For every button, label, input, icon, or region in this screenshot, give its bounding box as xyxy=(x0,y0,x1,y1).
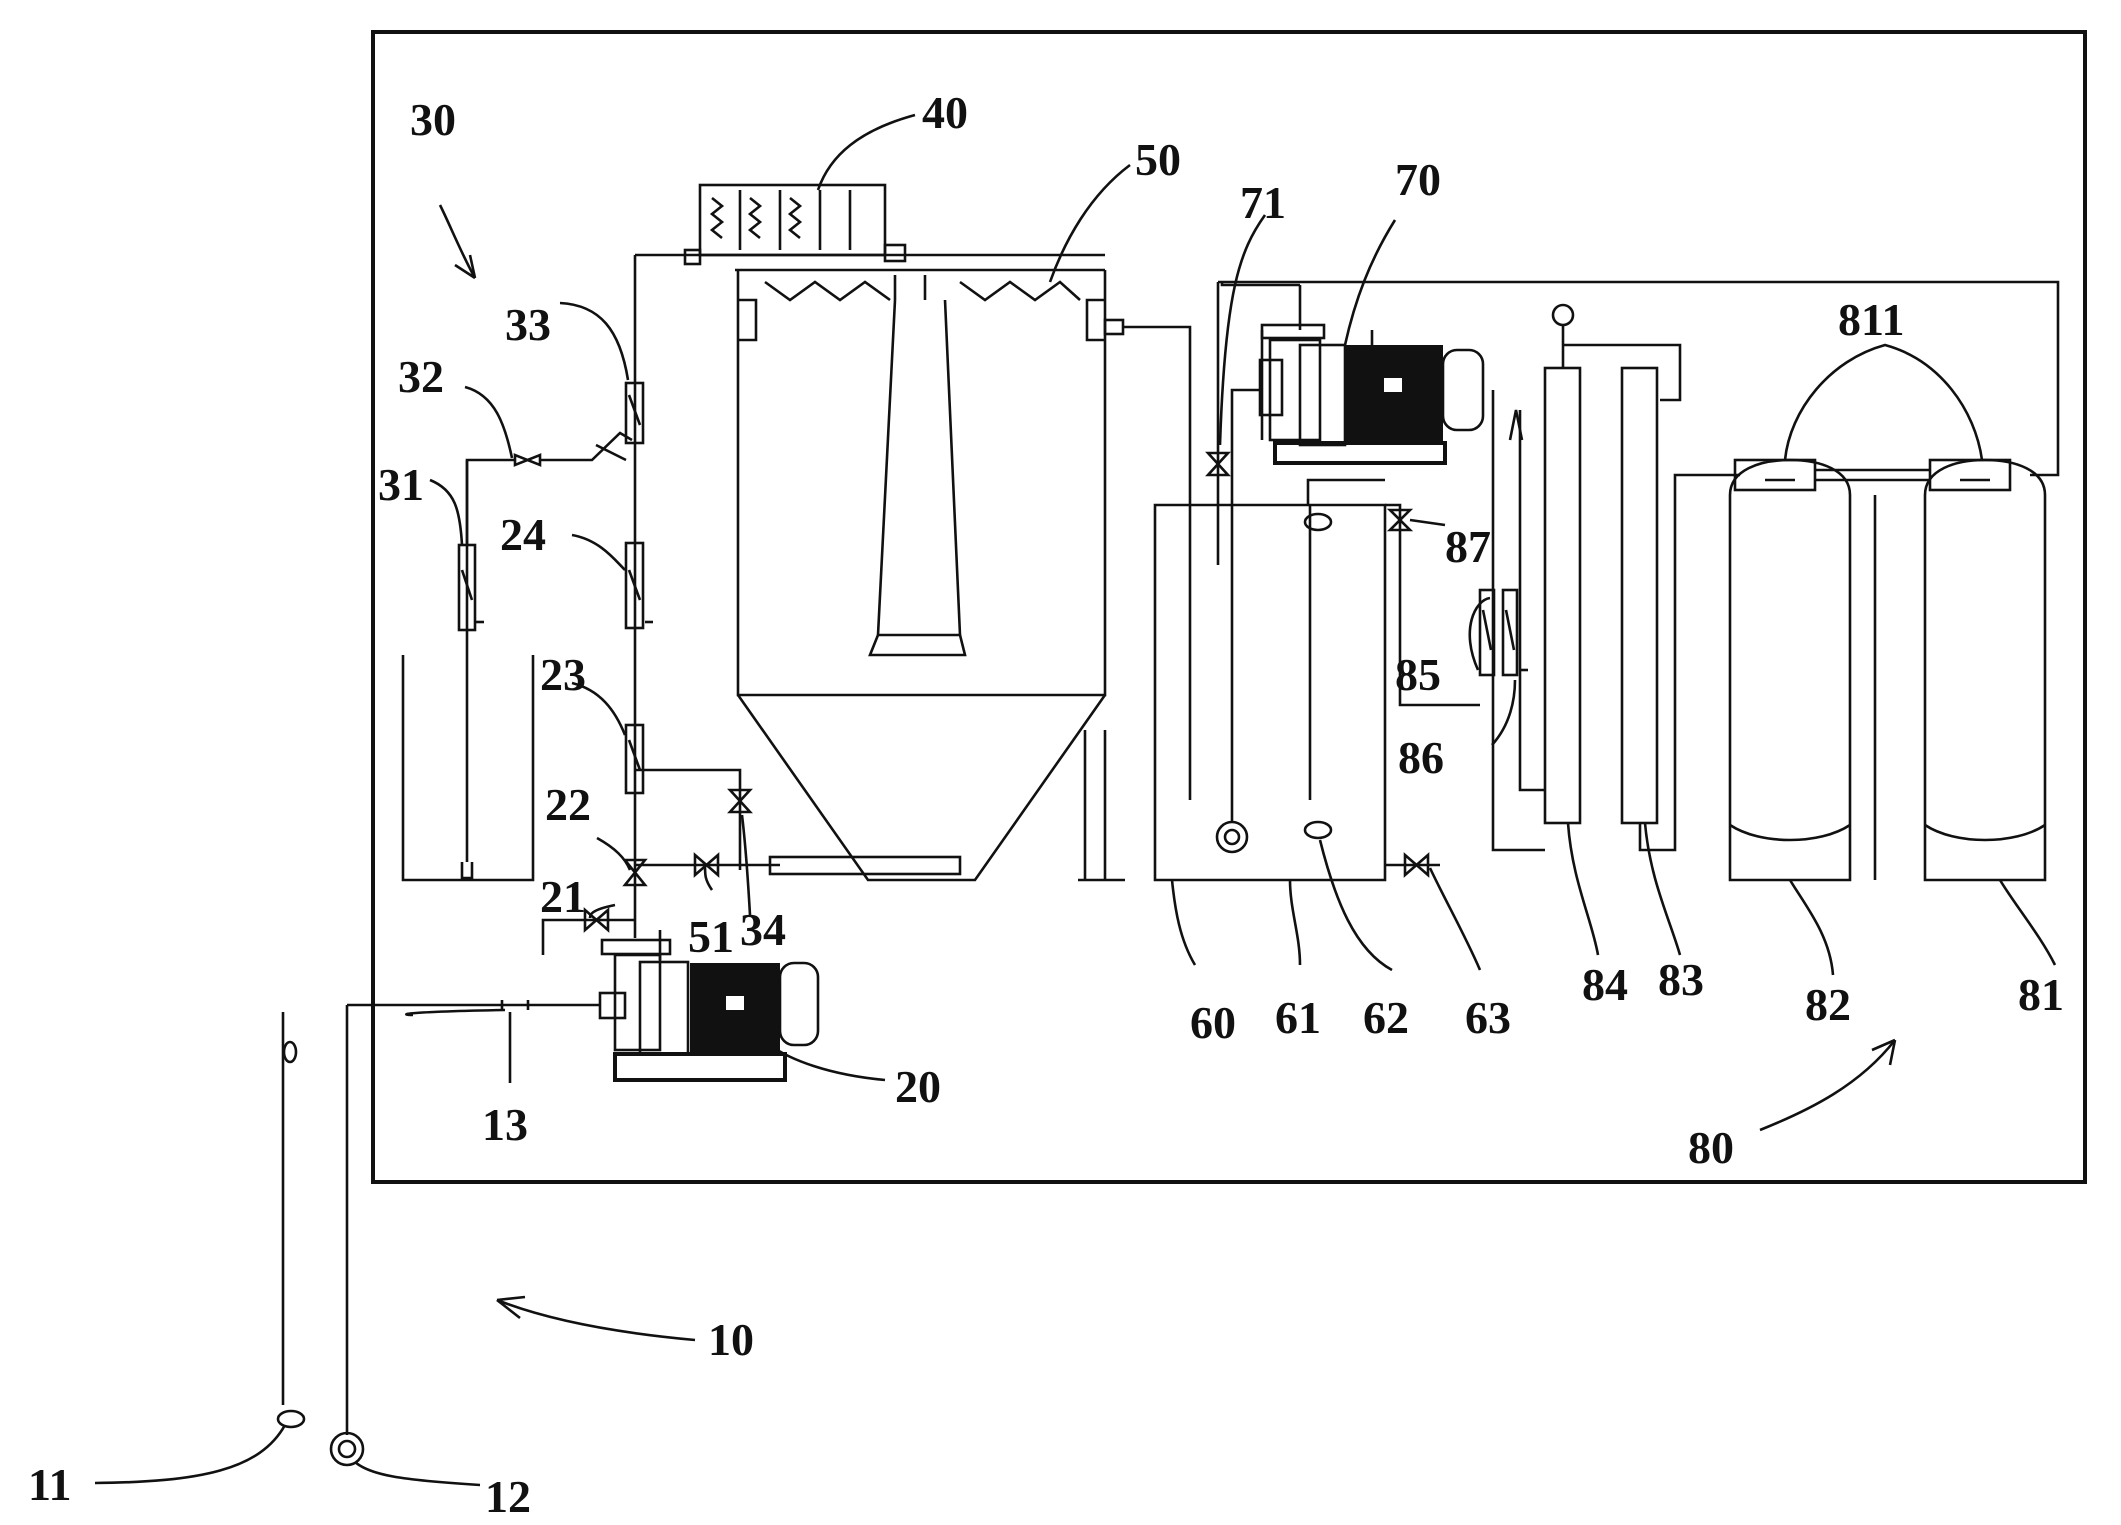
label-10: 10 xyxy=(708,1314,754,1365)
label-34: 34 xyxy=(740,904,786,955)
branch-51-34 xyxy=(635,768,780,878)
label-86: 86 xyxy=(1398,732,1444,783)
label-13: 13 xyxy=(482,1099,528,1150)
tank-30 xyxy=(401,431,633,882)
riser-pipe xyxy=(622,253,694,938)
label-23: 23 xyxy=(540,649,586,700)
label-80: 80 xyxy=(1688,1122,1734,1173)
label-21: 21 xyxy=(540,871,586,922)
pump-70 xyxy=(1205,282,1485,565)
label-50: 50 xyxy=(1135,134,1181,185)
label-85: 85 xyxy=(1395,649,1441,700)
label-63: 63 xyxy=(1465,992,1511,1043)
branch-21 xyxy=(541,907,635,955)
labels: 10 11 12 13 20 21 22 23 24 30 31 32 33 3… xyxy=(28,87,2064,1522)
dosing-unit-40 xyxy=(683,183,907,266)
label-81: 81 xyxy=(2018,969,2064,1020)
label-61: 61 xyxy=(1275,992,1321,1043)
label-24: 24 xyxy=(500,509,546,560)
label-60: 60 xyxy=(1190,997,1236,1048)
label-71: 71 xyxy=(1240,177,1286,228)
label-11: 11 xyxy=(28,1459,71,1510)
label-40: 40 xyxy=(922,87,968,138)
label-87: 87 xyxy=(1445,521,1491,572)
label-84: 84 xyxy=(1582,959,1628,1010)
filtration-unit-80 xyxy=(1218,280,2060,882)
label-83: 83 xyxy=(1658,954,1704,1005)
label-62: 62 xyxy=(1363,992,1409,1043)
label-51: 51 xyxy=(688,911,734,962)
label-70: 70 xyxy=(1395,154,1441,205)
label-32: 32 xyxy=(398,351,444,402)
label-20: 20 xyxy=(895,1061,941,1112)
clean-water-tank-60 xyxy=(1153,388,1440,882)
label-30: 30 xyxy=(410,94,456,145)
label-31: 31 xyxy=(378,459,424,510)
leader-lines xyxy=(94,113,2057,1487)
label-811: 811 xyxy=(1838,294,1904,345)
label-82: 82 xyxy=(1805,979,1851,1030)
intake-pipes xyxy=(276,1000,600,1467)
pump-20 xyxy=(598,930,820,1082)
label-33: 33 xyxy=(505,299,551,350)
label-12: 12 xyxy=(485,1471,531,1522)
sedimentation-tank-50 xyxy=(694,253,1192,882)
label-22: 22 xyxy=(545,779,591,830)
system-enclosure xyxy=(371,30,2087,1184)
